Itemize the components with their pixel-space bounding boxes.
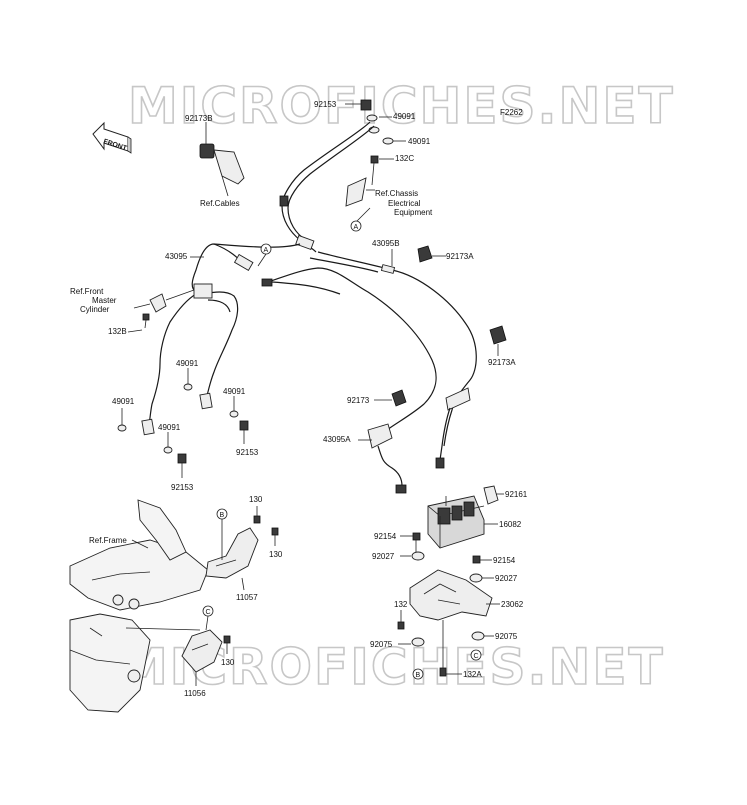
part-label-92153-mid: 92153 <box>236 448 259 457</box>
bolt-132 <box>397 610 405 630</box>
callout-b-left: B <box>216 508 228 560</box>
ref-chassis-1: Ref.Chassis <box>375 189 418 198</box>
part-label-23062: 23062 <box>501 600 524 609</box>
diagram-code: F2262 <box>500 108 523 117</box>
clamp-92173 <box>374 389 407 407</box>
part-label-49091-b: 49091 <box>408 137 431 146</box>
part-label-132c: 132C <box>395 154 414 163</box>
part-label-49091-a: 49091 <box>393 112 416 121</box>
ref-frame: Ref.Frame <box>89 536 127 545</box>
bolt-92154-right <box>472 555 492 564</box>
ref-cables: Ref.Cables <box>200 199 240 208</box>
part-label-92173b: 92173B <box>185 114 213 123</box>
callout-a-lower: A <box>257 243 272 267</box>
chassis-bracket <box>345 177 367 207</box>
bracket-23062 <box>409 569 500 621</box>
washer-49091-e <box>117 408 127 432</box>
clamp-92173a-top <box>417 245 446 263</box>
banjo-bolt-top <box>345 99 406 145</box>
part-label-92173: 92173 <box>347 396 370 405</box>
part-label-92173a-right: 92173A <box>488 358 516 367</box>
washer-49091-d <box>229 396 239 418</box>
callout-b-left-label: B <box>220 512 225 519</box>
ref-master-1: Ref.Front <box>70 287 104 296</box>
bracket-11056 <box>181 629 223 686</box>
callout-c-right: C <box>470 649 482 661</box>
ref-chassis-2: Electrical <box>388 199 421 208</box>
part-label-49091-f: 49091 <box>158 423 181 432</box>
part-label-92173a-top: 92173A <box>446 252 474 261</box>
part-label-43095a: 43095A <box>323 435 351 444</box>
part-label-92154-left: 92154 <box>374 532 397 541</box>
part-label-11056: 11056 <box>184 689 206 698</box>
bracket-11057 <box>205 527 259 591</box>
clamp-92173a-right <box>489 325 507 356</box>
part-label-43095b: 43095B <box>372 239 400 248</box>
clamp-92173b <box>199 122 245 197</box>
callout-c-right-label: C <box>474 653 479 660</box>
grommet-92027-right <box>469 573 494 583</box>
callout-a-top-label: A <box>354 224 359 231</box>
frame-outline <box>69 499 209 713</box>
part-label-92075-left: 92075 <box>370 640 393 649</box>
ref-master-3: Cylinder <box>80 305 110 314</box>
bolt-92153-low <box>177 453 187 478</box>
ref-master-2: Master <box>92 296 117 305</box>
part-label-92027-left: 92027 <box>372 552 395 561</box>
bolt-132c <box>370 155 394 186</box>
part-label-16082: 16082 <box>499 520 522 529</box>
part-label-11057: 11057 <box>236 593 258 602</box>
part-label-130-c: 130 <box>221 658 235 667</box>
callout-b-right: B <box>412 668 424 680</box>
part-label-92154-right: 92154 <box>493 556 516 565</box>
ref-chassis-3: Equipment <box>394 208 433 217</box>
part-label-130-a: 130 <box>249 495 263 504</box>
grommet-92027-left <box>400 551 425 561</box>
brake-hoses <box>141 121 477 494</box>
part-label-132b: 132B <box>108 327 127 336</box>
part-label-49091-d: 49091 <box>223 387 246 396</box>
bolt-92154-left <box>400 532 421 552</box>
master-cylinder <box>149 293 167 313</box>
part-label-92153-low: 92153 <box>171 483 194 492</box>
callout-c-left: C <box>202 605 214 631</box>
grommet-92075-left <box>398 637 425 647</box>
washer-49091-f <box>163 432 173 454</box>
bolt-130-a <box>253 506 261 524</box>
callout-a-top: A <box>350 220 362 232</box>
part-label-49091-c: 49091 <box>176 359 199 368</box>
part-label-132a: 132A <box>463 670 482 679</box>
part-label-92153-top: 92153 <box>314 100 337 109</box>
front-arrow-icon: FRONT <box>92 121 132 154</box>
part-label-49091-e: 49091 <box>112 397 135 406</box>
callout-a-lower-label: A <box>264 247 269 254</box>
abs-unit <box>427 495 498 549</box>
part-label-92161: 92161 <box>505 490 528 499</box>
part-label-92075-right: 92075 <box>495 632 518 641</box>
bolt-130-c <box>223 635 231 654</box>
washer-49091-c <box>183 368 193 391</box>
grommet-92075-right <box>471 631 494 641</box>
watermark-top: MICROFICHES.NET <box>128 77 675 135</box>
part-label-43095: 43095 <box>165 252 188 261</box>
callout-b-right-label: B <box>416 672 421 679</box>
bolt-132a <box>439 620 462 677</box>
bolt-92153-mid <box>239 420 249 444</box>
bolt-130-b <box>271 527 279 546</box>
part-label-92027-right: 92027 <box>495 574 518 583</box>
bracket-92161 <box>483 485 499 505</box>
part-label-130-b: 130 <box>269 550 283 559</box>
bolt-132b <box>127 313 150 333</box>
callout-c-left-label: C <box>206 609 211 616</box>
part-label-132: 132 <box>394 600 408 609</box>
